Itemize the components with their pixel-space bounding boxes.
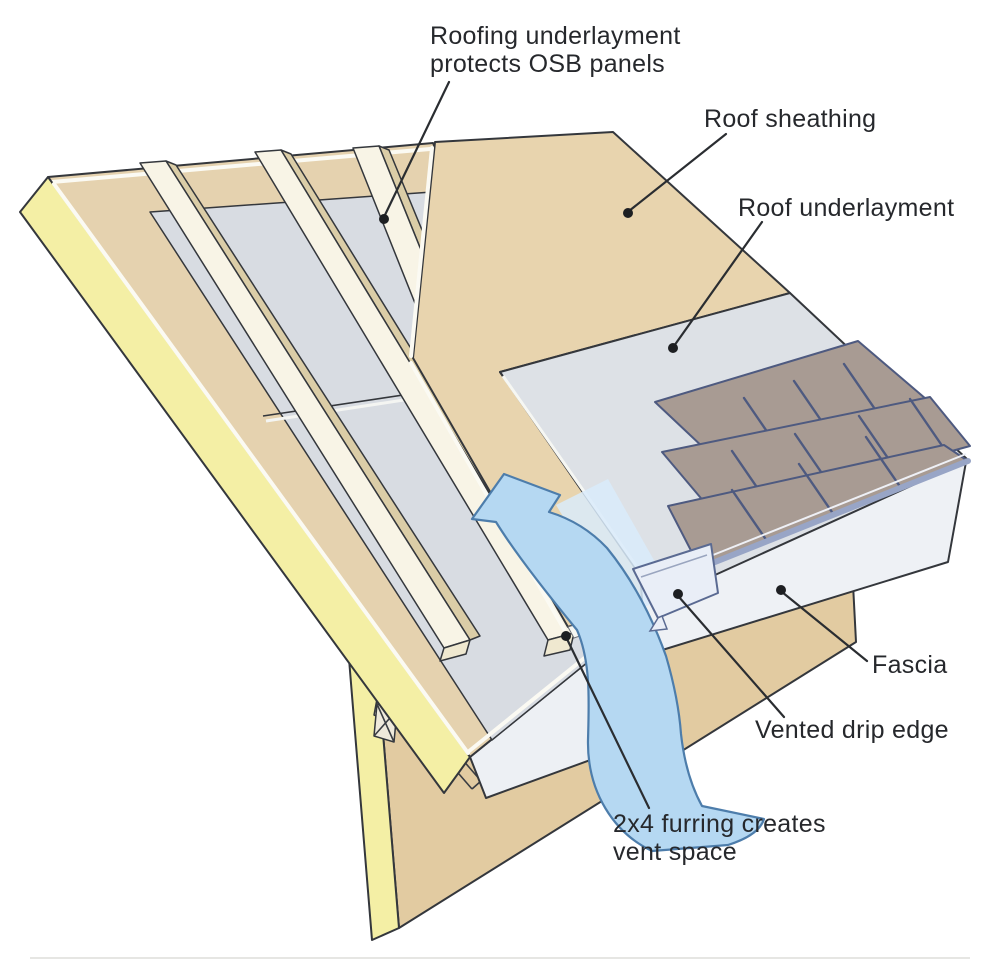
label-dot-vented-drip-edge: [673, 589, 683, 599]
furring-strip-end: [439, 639, 471, 662]
leader-line-fascia: [780, 590, 869, 663]
label-underlayment-osb-line2: protects OSB panels: [430, 50, 665, 78]
label-dot-fascia: [776, 585, 786, 595]
shingle-course-2: [661, 396, 971, 517]
airflow-arrow-icon: [470, 472, 766, 853]
label-furring-line2: vent space: [613, 838, 737, 866]
label-roof-sheathing: Roof sheathing: [704, 105, 876, 133]
label-dot-roof-sheathing: [623, 208, 633, 218]
shingle-keyway: [908, 397, 947, 452]
shingle-keyway: [797, 462, 836, 517]
label-vented-drip-edge: Vented drip edge: [755, 716, 949, 744]
sheathing-edge-highlight: [409, 146, 434, 358]
label-dot-furring: [561, 631, 571, 641]
label-fascia: Fascia: [872, 651, 947, 679]
label-furring-line1: 2x4 furring creates: [613, 810, 826, 838]
shingle-keyway: [842, 362, 881, 417]
leader-line-furring: [565, 637, 651, 810]
label-dot-roof-underlayment: [668, 343, 678, 353]
leader-line-roof-underlayment: [672, 220, 764, 348]
shingle-keyway: [864, 435, 903, 490]
label-underlayment-osb-line1: Roofing underlayment: [430, 22, 681, 50]
shingle-edge-flashing: [697, 458, 971, 571]
leader-line-vented-drip-edge: [677, 595, 786, 719]
label-dot-underlayment-osb: [379, 214, 389, 224]
leader-line-roof-sheathing: [627, 132, 728, 213]
shingle-keyway: [730, 488, 769, 543]
leader-line-underlayment-osb: [382, 80, 451, 219]
underlayment-seam: [265, 394, 431, 423]
shingle-edge-highlight: [697, 453, 967, 562]
foam-edge-highlight: [52, 182, 470, 755]
vented-drip-edge-piece: [632, 543, 719, 619]
drip-edge-rib: [640, 554, 708, 578]
drip-edge-hook: [648, 614, 669, 632]
label-roof-underlayment: Roof underlayment: [738, 194, 954, 222]
